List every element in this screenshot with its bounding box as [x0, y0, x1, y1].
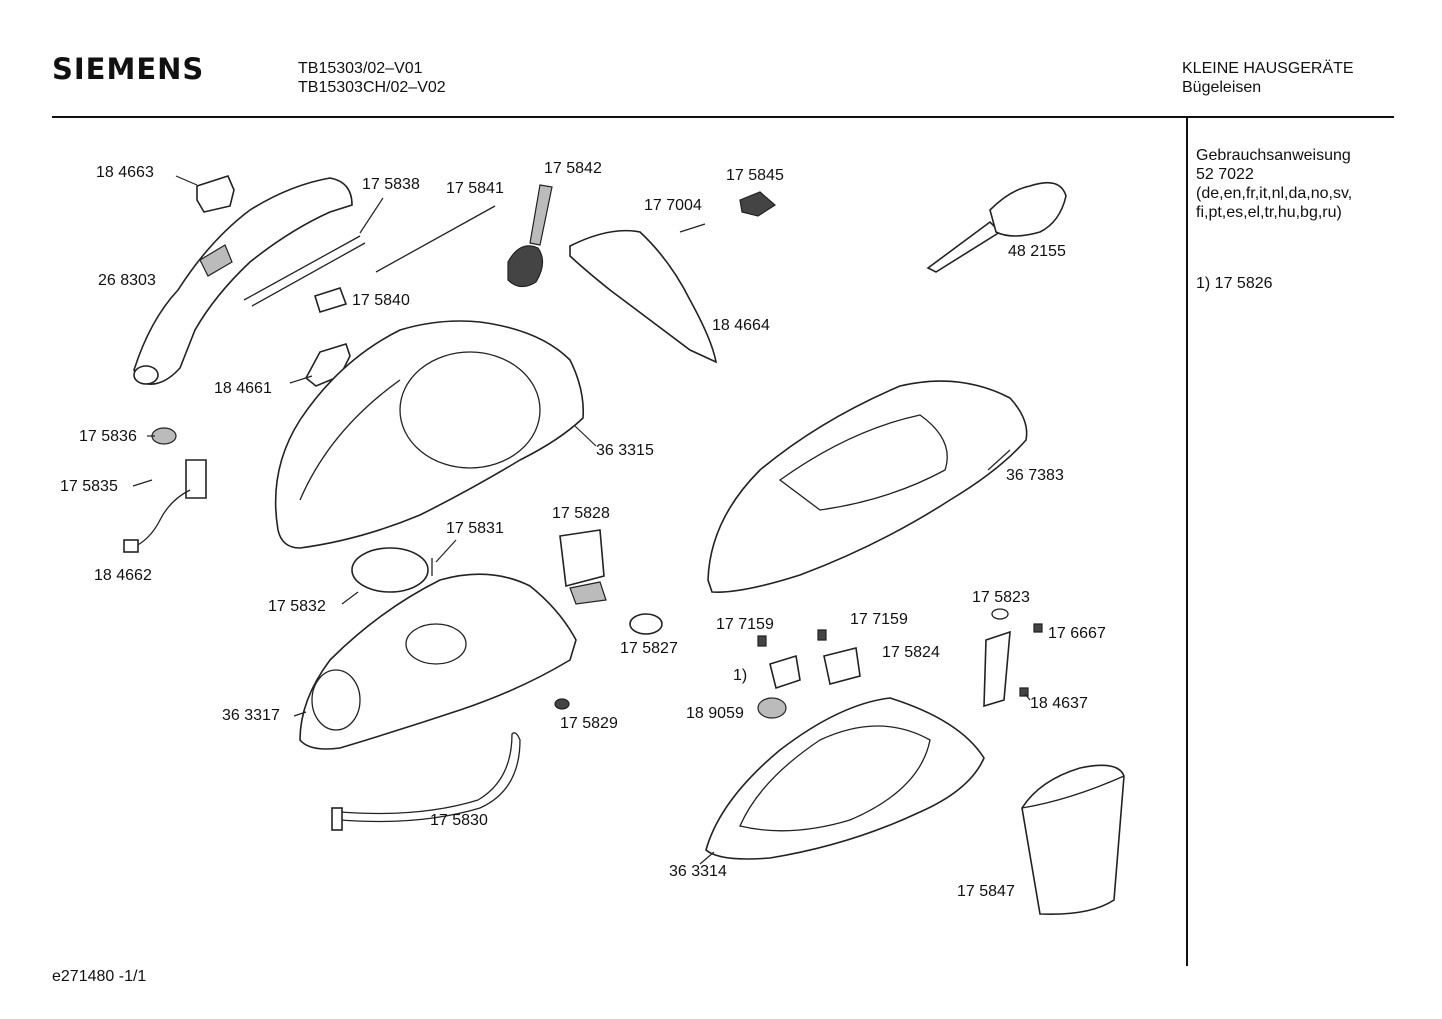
part-17-6667-shape [1033, 623, 1043, 633]
part-17-5842-shape [529, 184, 553, 246]
product-category: KLEINE HAUSGERÄTE Bügeleisen [1182, 59, 1354, 97]
label-17-7004: 17 7004 [644, 197, 702, 214]
part-17-5836-shape [151, 427, 177, 445]
part-17-7159-a-shape [757, 635, 767, 647]
part-17-5830-shape [339, 732, 521, 823]
label-17-5840: 17 5840 [352, 292, 410, 309]
part-17-5845-shape [739, 191, 776, 217]
part-36-3315-shape [274, 320, 585, 549]
label-17-5845: 17 5845 [726, 167, 784, 184]
label-17-5841: 17 5841 [446, 180, 504, 197]
part-17-5840-shape [313, 287, 348, 313]
category-line-1: KLEINE HAUSGERÄTE [1182, 60, 1354, 77]
label-36-7383: 36 7383 [1006, 467, 1064, 484]
side-panel: Gebrauchsanweisung 52 7022 (de,en,fr,it,… [1196, 146, 1352, 293]
label-17-5835: 17 5835 [60, 478, 118, 495]
part-17-5827-shape [629, 613, 663, 635]
part-17-5847-shape [1021, 764, 1125, 916]
label-17-5831: 17 5831 [446, 520, 504, 537]
label-36-3314: 36 3314 [669, 863, 727, 880]
side-divider [1186, 118, 1188, 966]
part-17-7004-shape [679, 223, 706, 233]
part-36-3314-shape [705, 697, 985, 860]
label-17-5829: 17 5829 [560, 715, 618, 732]
part-18-4662-shape [131, 489, 191, 549]
label-48-2155: 48 2155 [1008, 243, 1066, 260]
part-18-4664-shape [569, 229, 718, 364]
part-26-8303-shape [133, 177, 353, 385]
manual-languages-2: fi,pt,es,el,tr,hu,bg,ru) [1196, 204, 1342, 221]
label-17-5836: 17 5836 [79, 428, 137, 445]
label-18-9059: 18 9059 [686, 705, 744, 722]
label-18-4662: 18 4662 [94, 567, 152, 584]
manual-number: 52 7022 [1196, 166, 1254, 183]
label-17-7159-b: 17 7159 [850, 611, 908, 628]
part-17-7159-b-shape [817, 629, 827, 641]
part-17-5841-shape [375, 205, 496, 273]
part-17-5829-shape [554, 698, 570, 710]
label-17-5847: 17 5847 [957, 883, 1015, 900]
label-18-4664: 18 4664 [712, 317, 770, 334]
label-17-5832: 17 5832 [268, 598, 326, 615]
label-26-8303: 26 8303 [98, 272, 156, 289]
label-18-4637: 18 4637 [1030, 695, 1088, 712]
label-17-5838: 17 5838 [362, 176, 420, 193]
label-36-3315: 36 3315 [596, 442, 654, 459]
category-line-2: Bügeleisen [1182, 79, 1262, 96]
header-divider [52, 116, 1394, 118]
part-17-5823-shape [983, 630, 1011, 708]
label-17-5830: 17 5830 [430, 812, 488, 829]
label-17-5823: 17 5823 [972, 589, 1030, 606]
model-line-2: TB15303CH/02–V02 [298, 79, 446, 96]
part-18-4637-shape [1019, 687, 1029, 697]
model-numbers: TB15303/02–V01 TB15303CH/02–V02 [298, 59, 446, 97]
manual-languages-1: (de,en,fr,it,nl,da,no,sv, [1196, 185, 1353, 202]
label-18-4663: 18 4663 [96, 164, 154, 181]
part-36-3317-shape [299, 573, 577, 750]
part-48-2155-shape [926, 220, 1002, 273]
label-17-5828: 17 5828 [552, 505, 610, 522]
manual-title: Gebrauchsanweisung [1196, 147, 1351, 164]
part-18-9059-shape [757, 697, 787, 719]
label-17-5827: 17 5827 [620, 640, 678, 657]
part-18-4663-shape [196, 175, 235, 213]
label-18-4661: 18 4661 [214, 380, 272, 397]
part-17-5832-shape [351, 547, 429, 593]
part-36-7383-shape [707, 380, 1028, 593]
part-17-5828-shape [559, 529, 605, 588]
label-36-3317: 36 3317 [222, 707, 280, 724]
part-17-5835-shape [185, 459, 207, 499]
label-footnote-ref: 1) [733, 667, 748, 684]
label-17-5824: 17 5824 [882, 644, 940, 661]
label-17-7159-a: 17 7159 [716, 616, 774, 633]
part-17-5838-shape [243, 235, 361, 301]
label-17-5842: 17 5842 [544, 160, 602, 177]
part-17-5824-shape [823, 647, 861, 685]
brand-logo: SIEMENS [52, 52, 205, 86]
model-line-1: TB15303/02–V01 [298, 60, 423, 77]
part-17-5826-shape [769, 654, 801, 690]
footnote: 1) 17 5826 [1196, 275, 1273, 292]
label-17-6667: 17 6667 [1048, 625, 1106, 642]
drawing-code: e271480 -1/1 [52, 968, 147, 985]
